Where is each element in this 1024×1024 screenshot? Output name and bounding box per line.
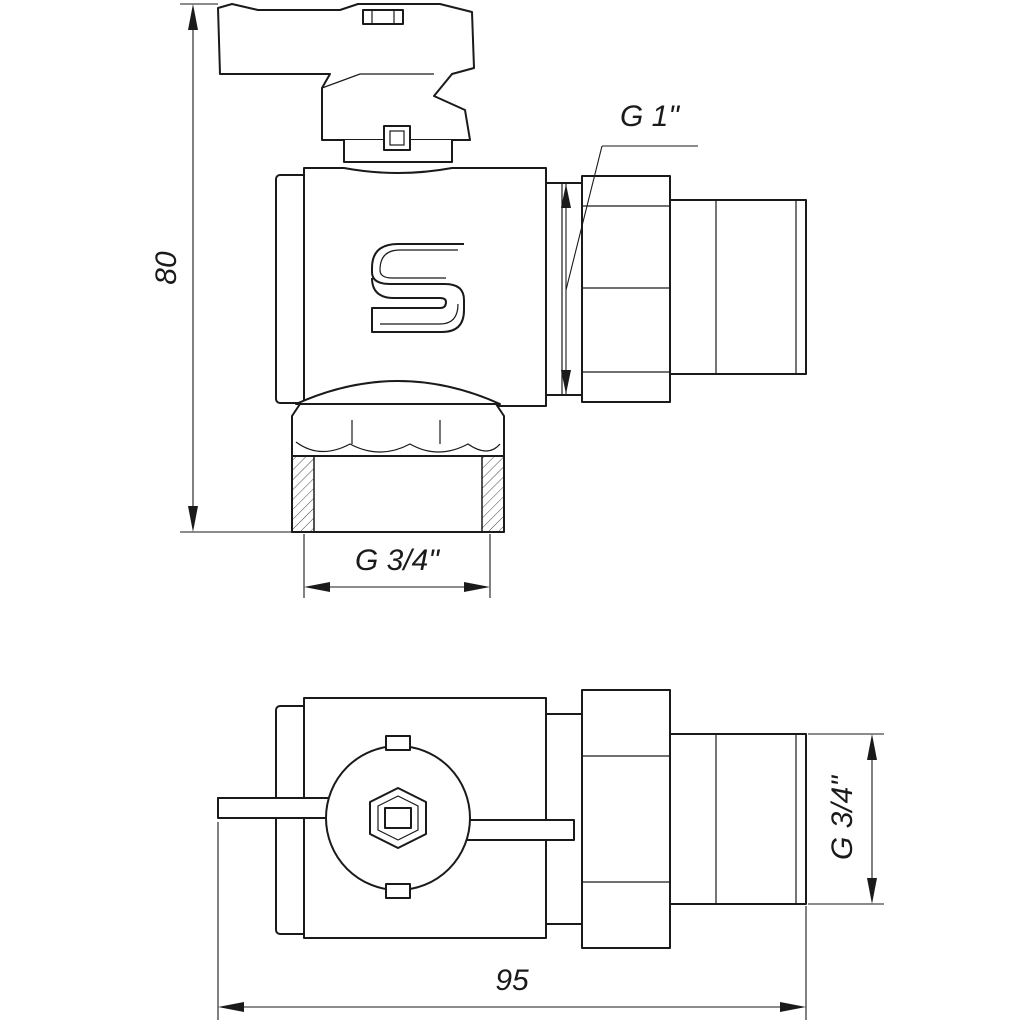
side-thread-dimension <box>808 733 884 905</box>
top-connection-label: G 1" <box>620 100 680 133</box>
width-dimension <box>217 822 807 1020</box>
handle-top <box>217 735 575 899</box>
brand-logo <box>371 243 465 333</box>
top-view: G 3/4" 95 <box>217 689 884 1020</box>
bottom-thread-dimension <box>303 534 491 598</box>
side-thread-label: G 3/4" <box>826 775 859 860</box>
front-view: 80 G 1" G 3/4" <box>150 3 807 598</box>
width-dimension-label: 95 <box>495 964 529 997</box>
height-dimension <box>180 3 300 533</box>
bottom-thread-label: G 3/4" <box>355 544 440 577</box>
top-connection-dimension <box>561 145 698 394</box>
butterfly-handle <box>217 3 475 163</box>
valve-body <box>275 167 547 407</box>
bottom-nut <box>291 380 505 533</box>
union-nut-fitting <box>545 175 807 403</box>
height-dimension-label: 80 <box>150 251 183 285</box>
